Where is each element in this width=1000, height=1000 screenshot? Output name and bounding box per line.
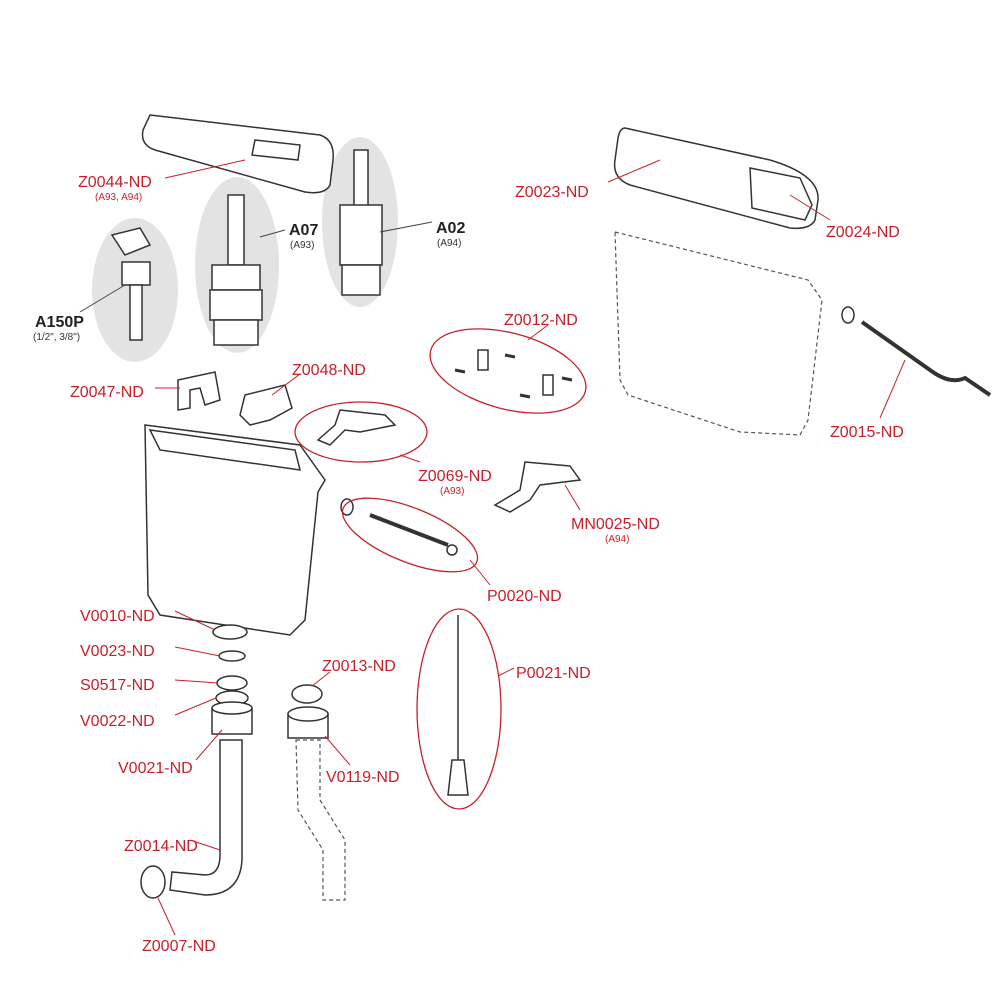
note-z0069: (A93)	[440, 486, 464, 497]
lever-arm-mn0025[interactable]	[493, 461, 582, 513]
label-z0013: Z0013-ND	[322, 658, 396, 675]
label-z0069: Z0069-ND	[418, 468, 492, 485]
label-v0010: V0010-ND	[80, 608, 155, 625]
seal-z0007[interactable]	[140, 865, 166, 899]
sleeve-v0021[interactable]	[211, 701, 253, 735]
label-mn0025: MN0025-ND	[571, 516, 660, 533]
ring-v0023[interactable]	[218, 650, 246, 662]
z0069-ellipse	[294, 401, 428, 463]
z0012-group-ellipse	[429, 328, 587, 414]
cistern-outline-dashed	[614, 231, 823, 436]
label-a150p: A150P	[35, 314, 84, 331]
label-v0023: V0023-ND	[80, 643, 155, 660]
fill-valve-a150p[interactable]	[110, 227, 152, 341]
seal-v0010[interactable]	[212, 624, 248, 640]
label-p0020: P0020-ND	[487, 588, 562, 605]
leader-lines	[79, 159, 906, 936]
label-v0119: V0119-ND	[326, 769, 400, 786]
cistern-left	[144, 424, 326, 636]
note-a02: (A94)	[437, 238, 461, 249]
label-v0021: V0021-ND	[118, 760, 193, 777]
label-z0007: Z0007-ND	[142, 938, 216, 955]
chain-p0021[interactable]	[447, 615, 469, 796]
label-z0012: Z0012-ND	[504, 312, 578, 329]
label-s0517: S0517-ND	[80, 677, 155, 694]
label-z0048: Z0048-ND	[292, 362, 366, 379]
label-z0023: Z0023-ND	[515, 184, 589, 201]
pipe-outline-dashed	[295, 739, 346, 901]
label-a02: A02	[436, 220, 465, 237]
lever-z0015[interactable]	[841, 306, 992, 397]
small-parts-z0012[interactable]	[454, 349, 573, 399]
label-v0022: V0022-ND	[80, 713, 155, 730]
sleeve-v0119[interactable]	[287, 706, 329, 739]
note-a07: (A93)	[290, 240, 314, 251]
note-a150p: (1/2", 3/8")	[33, 332, 80, 343]
lever-arm-z0069[interactable]	[316, 409, 397, 446]
p0020-ellipse	[341, 497, 479, 573]
flush-valve-a07[interactable]	[209, 194, 263, 346]
label-z0014: Z0014-ND	[124, 838, 198, 855]
label-z0024: Z0024-ND	[826, 224, 900, 241]
grommet	[340, 498, 354, 516]
button-z0024[interactable]	[749, 167, 813, 221]
pipe-z0014[interactable]	[169, 739, 243, 896]
note-mn0025: (A94)	[605, 534, 629, 545]
p0021-ellipse	[416, 608, 502, 810]
bracket-z0047[interactable]	[177, 371, 221, 411]
flush-valve-a02[interactable]	[339, 149, 383, 296]
lid-z0044[interactable]	[141, 114, 334, 194]
label-a07: A07	[289, 222, 318, 239]
nut-s0517[interactable]	[216, 675, 248, 691]
label-z0047: Z0047-ND	[70, 384, 144, 401]
label-p0021: P0021-ND	[516, 665, 591, 682]
label-z0044: Z0044-ND	[78, 174, 152, 191]
bracket-z0048[interactable]	[239, 384, 293, 426]
label-z0015: Z0015-ND	[830, 424, 904, 441]
seal-z0013[interactable]	[291, 684, 323, 704]
rod-p0020[interactable]	[369, 513, 458, 556]
note-z0044: (A93, A94)	[95, 192, 142, 203]
